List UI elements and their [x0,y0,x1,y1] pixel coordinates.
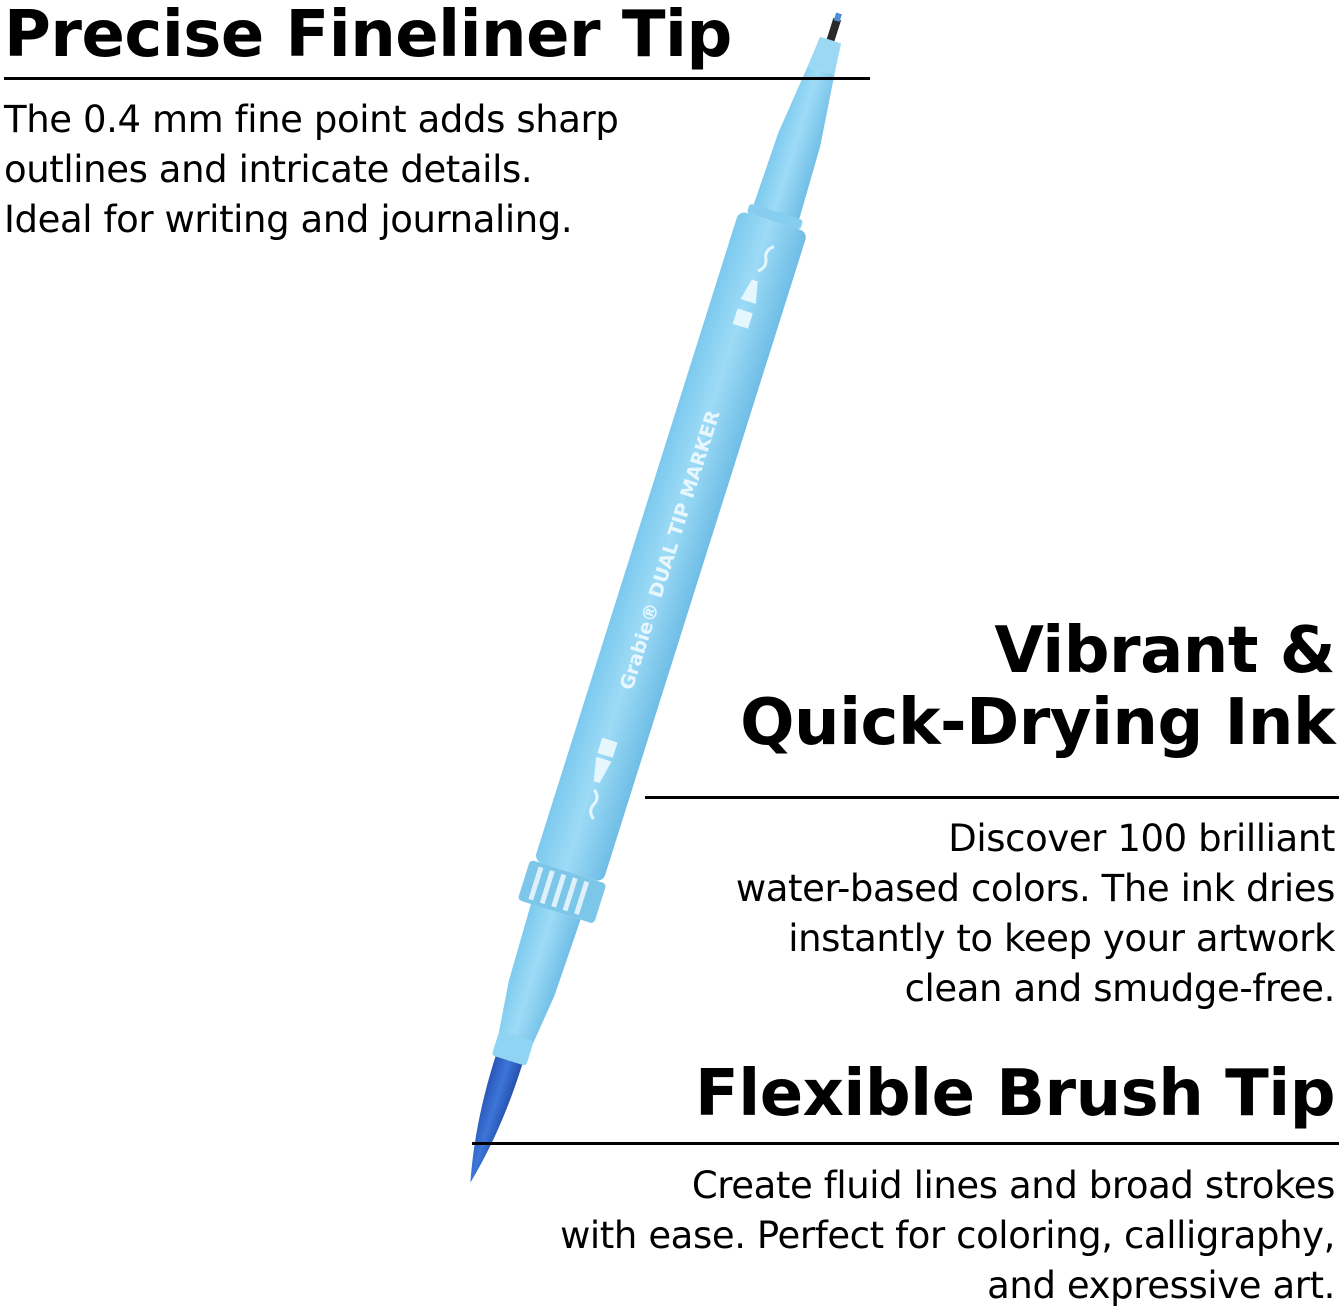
brush-description: Create fluid lines and broad strokes wit… [560,1161,1335,1311]
fineliner-description: The 0.4 mm fine point adds sharp outline… [4,95,619,245]
ink-heading-line-1: Vibrant & [994,614,1335,688]
fineliner-symbol-icon [732,245,775,329]
fineliner-line-2: outlines and intricate details. [4,148,533,191]
brush-symbol-icon [589,737,618,820]
ink-description: Discover 100 brilliant water-based color… [736,814,1335,1014]
brush-line-1: Create fluid lines and broad strokes [691,1164,1336,1207]
ink-line-3: instantly to keep your artwork [788,917,1335,960]
grip-ring [518,860,606,923]
fineliner-heading: Precise Fineliner Tip [4,0,732,72]
fineliner-line-1: The 0.4 mm fine point adds sharp [4,98,619,141]
brush-line-3: and expressive art. [987,1264,1335,1307]
brush-tip-icon [470,1056,523,1183]
fineliner-line-3: Ideal for writing and journaling. [4,198,573,241]
marker-barrel [536,212,806,881]
brush-end-neck [498,903,581,1044]
brush-line-2: with ease. Perfect for coloring, calligr… [560,1214,1335,1257]
ink-divider [645,796,1339,799]
brush-heading: Flexible Brush Tip [695,1057,1335,1131]
ink-line-2: water-based colors. The ink dries [735,867,1335,910]
ink-line-4: clean and smudge-free. [904,967,1336,1010]
ink-heading-line-2: Quick-Drying Ink [740,686,1335,760]
fine-end-neck [752,66,835,223]
brush-divider [472,1142,1339,1145]
fineliner-divider [4,77,870,80]
ink-line-1: Discover 100 brilliant [948,817,1335,860]
ink-heading: Vibrant & Quick-Drying Ink [635,615,1335,759]
fineliner-tip-icon [807,12,842,75]
